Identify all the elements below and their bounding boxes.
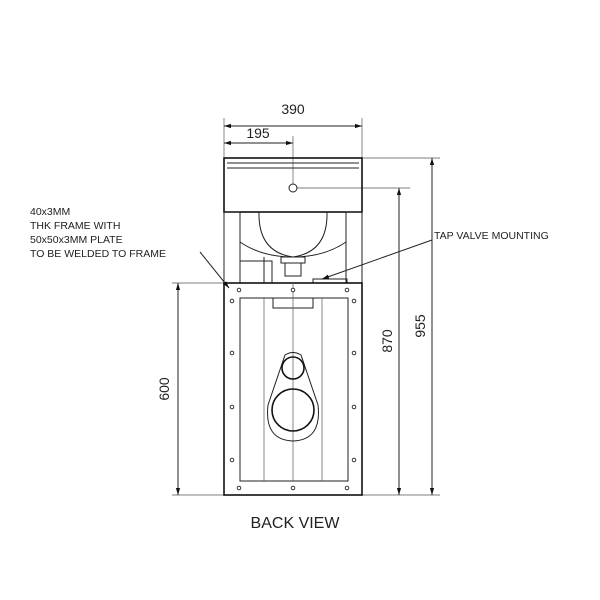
basin-support [223, 211, 363, 284]
frame-note: 40x3MM THK FRAME WITH 50x50x3MM PLATE TO… [30, 206, 166, 260]
tap-note: TAP VALVE MOUNTING [434, 230, 549, 242]
basin-top [223, 157, 363, 213]
dim-870: 870 [379, 329, 395, 353]
svg-text:50x50x3MM PLATE: 50x50x3MM PLATE [30, 234, 123, 246]
dim-600: 600 [156, 377, 172, 401]
svg-text:40x3MM: 40x3MM [30, 206, 70, 218]
svg-text:TO BE WELDED TO FRAME: TO BE WELDED TO FRAME [30, 248, 166, 260]
svg-text:THK FRAME WITH: THK FRAME WITH [30, 220, 120, 232]
tap-leader [321, 239, 433, 280]
dim-195: 195 [246, 125, 270, 141]
frame-leader [199, 251, 230, 289]
back-panel [223, 282, 363, 496]
view-title: BACK VIEW [251, 515, 341, 532]
dim-955: 955 [412, 314, 428, 338]
tap-hole-icon [288, 183, 298, 193]
dim-390: 390 [281, 101, 305, 117]
